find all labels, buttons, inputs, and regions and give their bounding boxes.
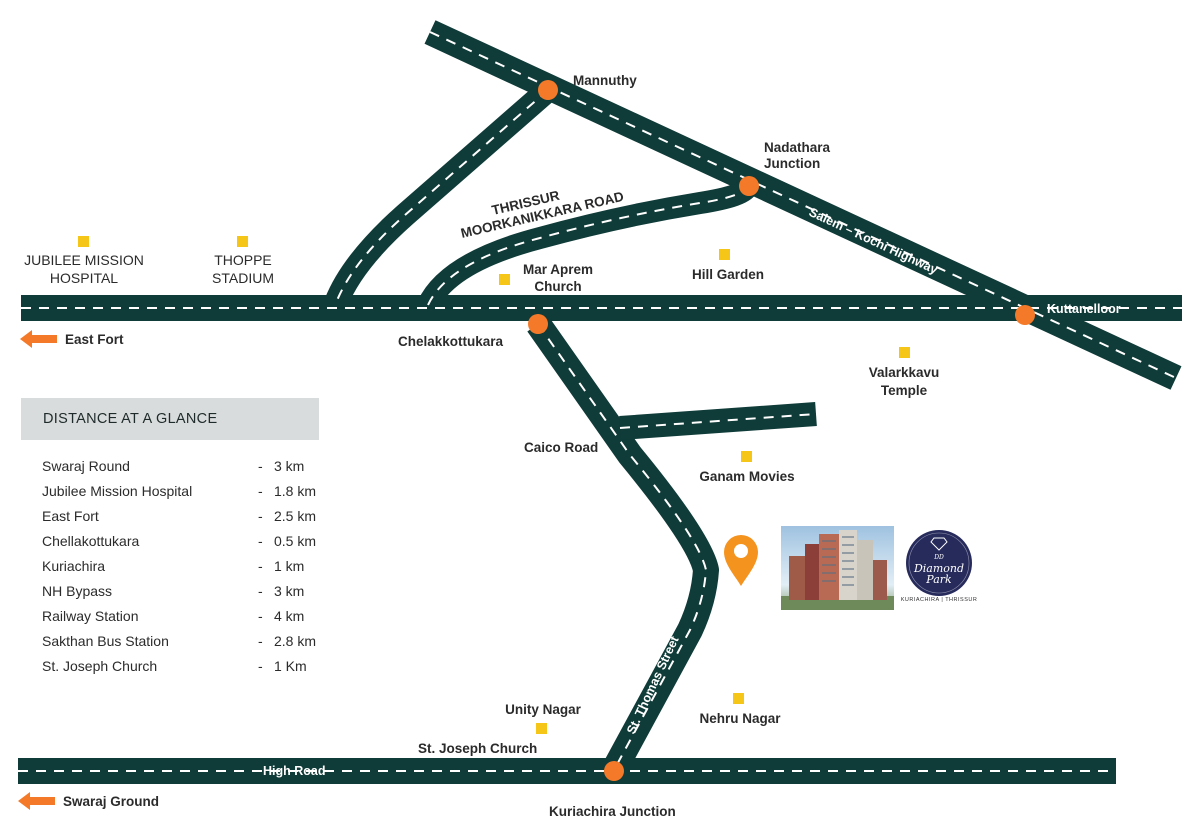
distance-row: NH Bypass -3 km: [42, 579, 319, 604]
label-valarkkavu-line2: Temple: [881, 383, 928, 398]
label-swaraj-ground: Swaraj Ground: [63, 794, 159, 809]
landmark-marker-jubilee: [78, 236, 89, 247]
landmark-marker-unity-nagar: [536, 723, 547, 734]
distance-separator: -: [258, 583, 263, 599]
distance-separator: -: [258, 508, 263, 524]
arrow-left-icon: [20, 330, 57, 348]
label-kuriachira-junction: Kuriachira Junction: [549, 804, 676, 819]
distance-value: 3 km: [274, 458, 305, 474]
logo-text-line3: Park: [926, 573, 952, 586]
distance-value: 2.8 km: [274, 633, 317, 649]
distance-place: Jubilee Mission Hospital: [42, 483, 193, 499]
distance-row: Swaraj Round -3 km: [42, 454, 319, 479]
distance-row: Chellakottukara -0.5 km: [42, 529, 319, 554]
label-unity-nagar: Unity Nagar: [505, 702, 582, 717]
landmark-marker-thoppe: [237, 236, 248, 247]
label-hill-garden: Hill Garden: [692, 267, 764, 282]
label-valarkkavu-line1: Valarkkavu: [869, 365, 940, 380]
distance-place: NH Bypass: [42, 583, 113, 599]
label-thoppe-line1: THOPPE: [214, 252, 272, 268]
distance-row: Jubilee Mission Hospital -1.8 km: [42, 479, 319, 504]
distance-value: 3 km: [274, 583, 305, 599]
distance-value: 0.5 km: [274, 533, 317, 549]
distance-separator: -: [258, 483, 263, 499]
junction-nadathara: [739, 176, 759, 196]
road-moorkanikkara: [418, 180, 759, 311]
distance-place: St. Joseph Church: [42, 658, 158, 674]
distance-place: Swaraj Round: [42, 458, 130, 474]
junction-kuriachira: [604, 761, 624, 781]
distance-separator: -: [258, 658, 263, 674]
label-caico-road: Caico Road: [524, 440, 598, 455]
distance-separator: -: [258, 558, 263, 574]
label-jubilee-line1: JUBILEE MISSION: [24, 252, 144, 268]
label-mar-aprem-line1: Mar Aprem: [523, 262, 593, 277]
building-photo: [781, 526, 894, 610]
diamond-icon: [908, 532, 970, 594]
logo-subtitle: KURIACHIRA | THRISSUR: [900, 597, 978, 603]
distance-separator: -: [258, 458, 263, 474]
label-kuttanelloor: Kuttanelloor: [1047, 302, 1121, 316]
label-salem-kochi-highway: Salem – Kochi Highway: [807, 205, 940, 277]
road-network: [18, 20, 1182, 784]
label-nehru-nagar: Nehru Nagar: [699, 711, 781, 726]
diamond-park-logo: DD Diamond Park: [906, 530, 972, 596]
landmark-marker-nehru-nagar: [733, 693, 744, 704]
distance-place: Chellakottukara: [42, 533, 140, 549]
distance-value: 1 Km: [274, 658, 307, 674]
label-high-road: High Road: [263, 764, 326, 778]
distance-place: Kuriachira: [42, 558, 106, 574]
label-mar-aprem-line2: Church: [534, 279, 581, 294]
distance-place: Railway Station: [42, 608, 139, 624]
label-east-fort: East Fort: [65, 332, 124, 347]
distance-value: 2.5 km: [274, 508, 317, 524]
label-st-joseph-church: St. Joseph Church: [418, 741, 537, 756]
distance-value: 4 km: [274, 608, 305, 624]
label-nadathara-line2: Junction: [764, 156, 820, 171]
distance-panel-title: DISTANCE AT A GLANCE: [21, 398, 319, 440]
label-nadathara-line1: Nadathara: [764, 140, 831, 155]
distance-row: Railway Station -4 km: [42, 604, 319, 629]
distance-value: 1.8 km: [274, 483, 317, 499]
label-jubilee-line2: HOSPITAL: [50, 270, 118, 286]
logo-text-line2: Diamond: [913, 562, 965, 575]
label-chelakkottukara: Chelakkottukara: [398, 334, 504, 349]
distance-row: St. Joseph Church -1 Km: [42, 654, 319, 679]
distance-place: Sakthan Bus Station: [42, 633, 169, 649]
label-ganam-movies: Ganam Movies: [699, 469, 794, 484]
arrow-left-icon: [18, 792, 55, 810]
building-illustration: [781, 530, 894, 610]
distance-separator: -: [258, 533, 263, 549]
landmark-marker-ganam: [741, 451, 752, 462]
label-mannuthy: Mannuthy: [573, 73, 637, 88]
distance-row: Kuriachira -1 km: [42, 554, 319, 579]
distance-separator: -: [258, 633, 263, 649]
distance-separator: -: [258, 608, 263, 624]
label-thoppe-line2: STADIUM: [212, 270, 274, 286]
junction-mannuthy: [538, 80, 558, 100]
landmark-marker-valarkkavu: [899, 347, 910, 358]
distance-row: East Fort -2.5 km: [42, 504, 319, 529]
logo-text-line1: DD: [934, 554, 944, 561]
junction-kuttanelloor: [1015, 305, 1035, 325]
junction-chelakkottukara: [528, 314, 548, 334]
landmark-marker-mar-aprem: [499, 274, 510, 285]
landmark-marker-hill-garden: [719, 249, 730, 260]
distance-value: 1 km: [274, 558, 305, 574]
distance-place: East Fort: [42, 508, 99, 524]
distance-row: Sakthan Bus Station -2.8 km: [42, 629, 319, 654]
location-pin-icon: [724, 535, 758, 586]
